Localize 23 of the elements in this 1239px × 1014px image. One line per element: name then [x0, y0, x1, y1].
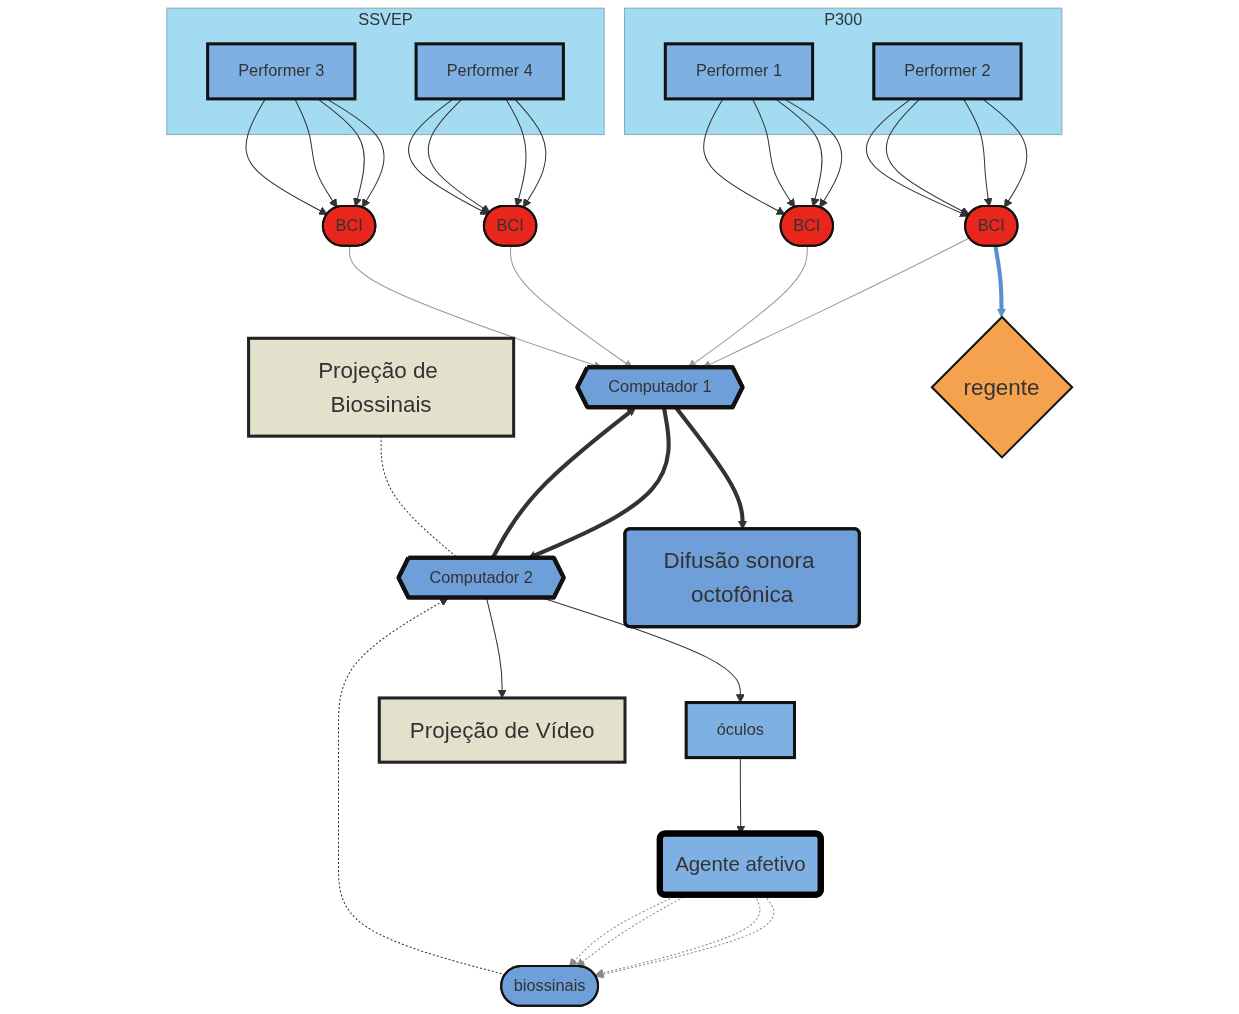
arrow — [982, 98, 1028, 208]
arrow — [885, 98, 970, 216]
arrow — [751, 98, 796, 208]
arrow — [326, 98, 385, 208]
node-diamond: regente — [930, 315, 1074, 459]
arrow — [427, 98, 491, 213]
arrow — [865, 98, 969, 217]
arrow — [317, 98, 365, 207]
arrow — [703, 98, 786, 215]
arrow — [245, 98, 328, 215]
node-box: Projeção de Biossinais — [247, 336, 516, 438]
arrow — [774, 98, 823, 207]
node-box: Performer 4 — [414, 42, 565, 101]
arrow — [514, 98, 547, 208]
arrow — [407, 98, 489, 215]
node-box: Performer 3 — [206, 42, 357, 101]
arrow — [294, 98, 338, 208]
arrow — [993, 245, 1006, 318]
node-box: óculos — [684, 701, 796, 760]
node-box: Projeção de Vídeo — [377, 696, 627, 764]
node-box: Performer 1 — [663, 42, 815, 101]
arrow — [505, 98, 527, 207]
node-box: Performer 2 — [872, 42, 1023, 101]
